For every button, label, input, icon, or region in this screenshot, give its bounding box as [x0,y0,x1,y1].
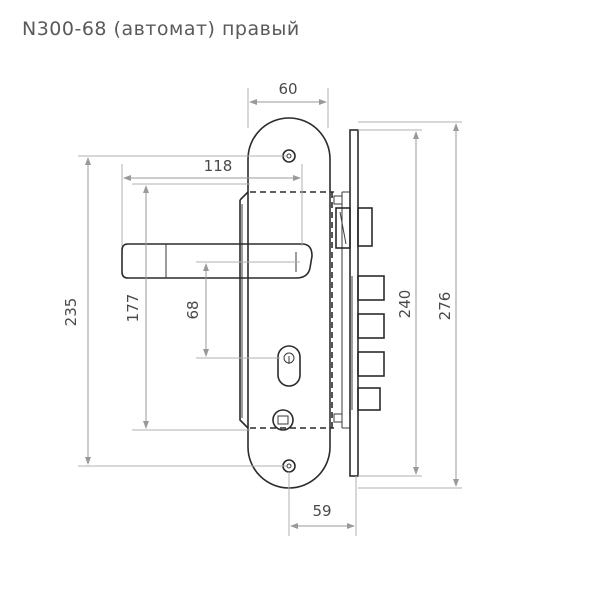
drawing-title: N300-68 (автомат) правый [22,18,300,40]
escutcheon-plate [247,117,331,489]
latch-bolt [335,207,373,249]
lever-handle [121,243,313,279]
cylinder-keyhole [277,345,301,387]
face-plate [333,129,359,477]
dim-label-face-plate: 276 [436,292,454,321]
dim-label-backset: 59 [312,502,331,520]
dim-label-handle-to-bottom: 235 [62,298,80,327]
dim-label-lever-length: 118 [204,157,233,175]
dimension-lines [85,99,459,529]
dim-label-spindle-to-keyhole: 68 [184,300,202,319]
thumb-turn [272,409,294,431]
lock-body [239,191,334,429]
dim-label-spindle-to-bottom-hole: 177 [124,294,142,323]
deadbolts [351,275,385,411]
extension-lines [78,88,462,536]
dim-label-top-width: 60 [278,80,297,98]
dim-label-strike-plate: 240 [396,290,414,319]
